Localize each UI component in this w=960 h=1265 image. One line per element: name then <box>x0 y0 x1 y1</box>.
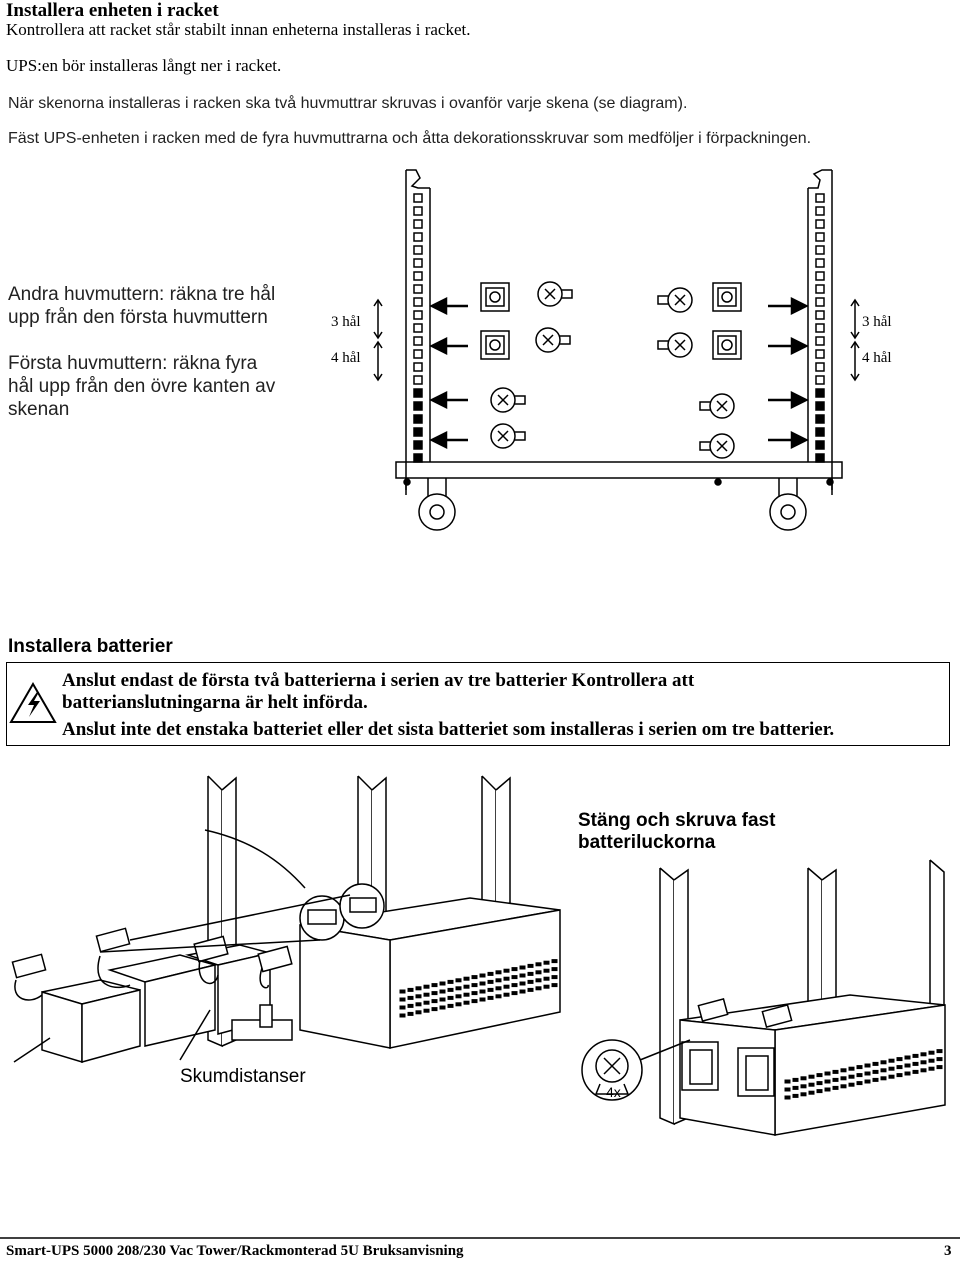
screw-count-label: 4x <box>606 1084 621 1100</box>
section-heading-install-batteries: Installera batterier <box>8 636 173 657</box>
first-nut-line-1: Första huvmuttern: räkna fyra <box>8 353 258 374</box>
left-3-holes-label: 3 hål <box>331 314 361 330</box>
instruction-line-2: UPS:en bör installeras långt ner i racke… <box>6 56 282 75</box>
right-3-holes-label: 3 hål <box>862 314 892 330</box>
first-nut-label: Första huvmuttern: räkna fyra hål upp fr… <box>8 352 275 421</box>
instruction-line-3: När skenorna installeras i racken ska tv… <box>8 95 688 112</box>
second-nut-line-2: upp från den första huvmuttern <box>8 307 268 328</box>
section-heading-install-rack: Installera enheten i racket <box>6 0 219 21</box>
instruction-line-1: Kontrollera att racket står stabilt inna… <box>6 20 471 39</box>
warning-line-1: Anslut endast de första två batterierna … <box>62 670 695 691</box>
first-nut-line-2: hål upp från den övre kanten av <box>8 376 276 397</box>
right-rail <box>807 169 833 490</box>
foam-spacers-label: Skumdistanser <box>180 1066 306 1087</box>
instruction-line-4: Fäst UPS-enheten i racken med de fyra hu… <box>8 130 812 147</box>
close-doors-line-2: batteriluckorna <box>578 832 716 853</box>
second-nut-line-1: Andra huvmuttern: räkna tre hål <box>8 284 276 305</box>
page-number: 3 <box>944 1243 952 1259</box>
right-4-holes-label: 4 hål <box>862 350 892 366</box>
warning-box <box>6 662 950 746</box>
left-rail <box>405 169 431 490</box>
footer-title: Smart-UPS 5000 208/230 Vac Tower/Rackmon… <box>6 1243 464 1259</box>
warning-line-2: batterianslutningarna är helt införda. <box>62 692 368 713</box>
caster-right <box>769 478 807 531</box>
first-nut-line-3: skenan <box>8 399 70 420</box>
screw-callout <box>581 1039 691 1101</box>
right-rack <box>659 859 946 1136</box>
second-nut-label: Andra huvmuttern: räkna tre hål upp från… <box>8 283 275 329</box>
warning-line-3: Anslut inte det enstaka batteriet eller … <box>62 719 835 740</box>
close-doors-line-1: Stäng och skruva fast <box>578 810 776 831</box>
caster-left <box>418 478 456 531</box>
close-doors-label: Stäng och skruva fast batteriluckorna <box>578 810 775 854</box>
left-4-holes-label: 4 hål <box>331 350 361 366</box>
left-rack <box>11 775 561 1064</box>
